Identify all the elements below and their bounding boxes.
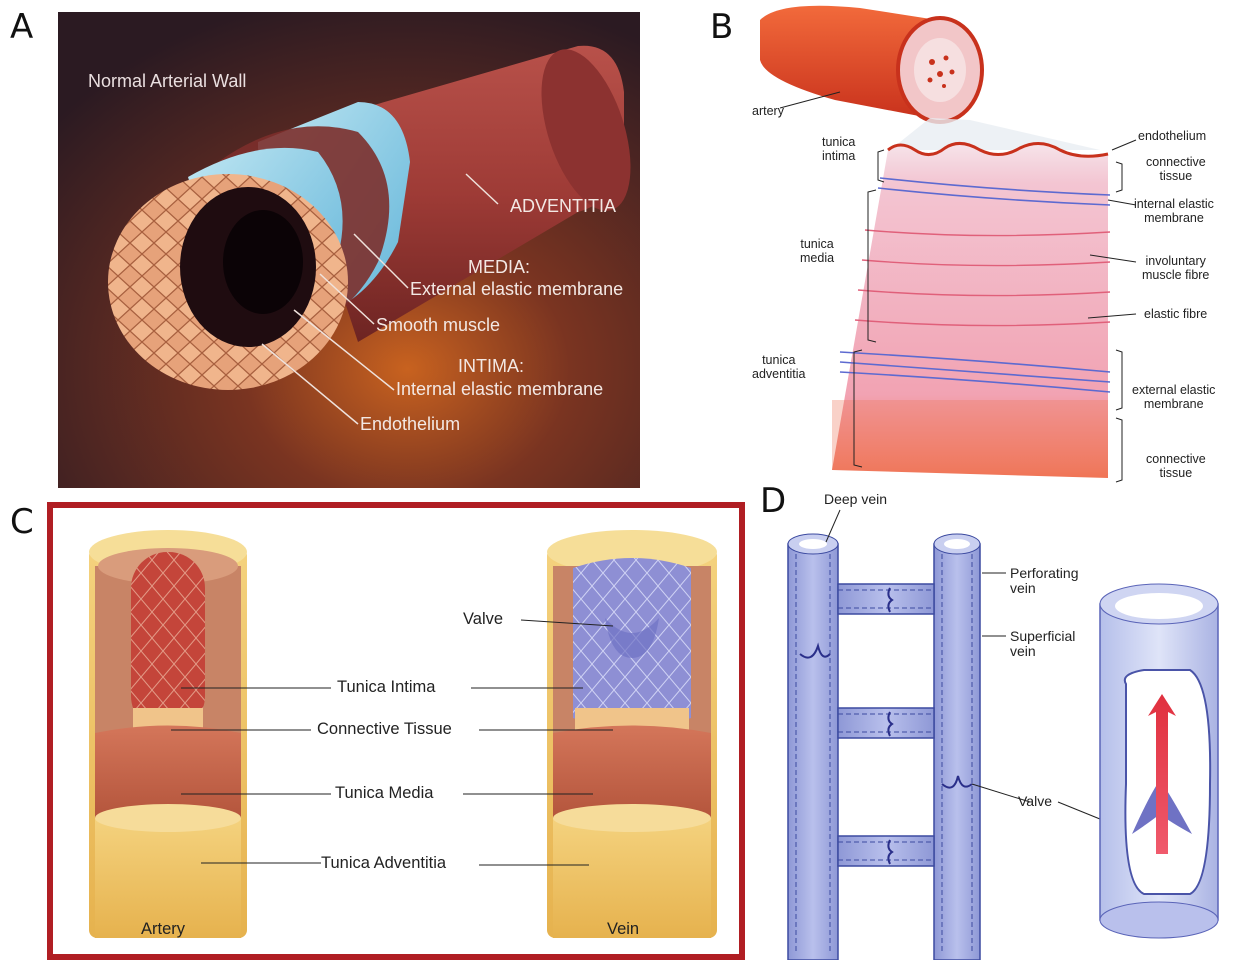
- label-tunica-media-c: Tunica Media: [335, 784, 433, 802]
- label-internal-elastic: Internal elastic membrane: [396, 380, 603, 400]
- label-valve-d: Valve: [1018, 794, 1052, 809]
- label-intima-heading: INTIMA:: [458, 357, 524, 377]
- panel-a-letter: A: [10, 10, 33, 44]
- label-external-elastic: External elastic membrane: [410, 280, 623, 300]
- label-tunica-adventitia: tunica adventitia: [752, 354, 806, 382]
- label-media-heading: MEDIA:: [468, 258, 530, 278]
- label-elastic-fibre: elastic fibre: [1144, 308, 1207, 322]
- label-tunica-media: tunica media: [800, 238, 834, 266]
- label-artery-c: Artery: [141, 920, 185, 938]
- label-deep-vein: Deep vein: [824, 492, 887, 507]
- label-tunica-intima-c: Tunica Intima: [337, 678, 435, 696]
- panel-a-illustration: Normal Arterial Wall ADVENTITIA MEDIA: E…: [58, 12, 640, 488]
- label-internal-elastic-b: internal elastic membrane: [1134, 198, 1214, 226]
- label-involuntary-muscle: involuntary muscle fibre: [1142, 255, 1209, 283]
- label-tunica-intima: tunica intima: [822, 136, 855, 164]
- label-external-elastic-b: external elastic membrane: [1132, 384, 1215, 412]
- panel-b-letter: B: [710, 10, 733, 44]
- vein-cross-section: [547, 530, 717, 938]
- label-valve-c: Valve: [463, 610, 503, 628]
- label-tunica-adventitia-c: Tunica Adventitia: [321, 854, 446, 872]
- panel-c-frame: Valve Tunica Intima Connective Tissue Tu…: [47, 502, 745, 960]
- label-superficial-vein: Superficial vein: [1010, 629, 1075, 660]
- label-connective-tissue-c: Connective Tissue: [317, 720, 452, 738]
- label-vein-c: Vein: [607, 920, 639, 938]
- label-endothelium: Endothelium: [360, 415, 460, 435]
- panel-b-illustration: artery tunica intima tunica media tunica…: [740, 0, 1238, 488]
- label-perforating-vein: Perforating vein: [1010, 566, 1078, 597]
- panel-d-illustration: Deep vein Perforating vein Superficial v…: [760, 484, 1238, 960]
- label-endothelium-b: endothelium: [1138, 130, 1206, 144]
- panel-c-letter: C: [10, 505, 34, 539]
- label-connective-tissue-bottom: connective tissue: [1146, 453, 1206, 481]
- panel-a-title: Normal Arterial Wall: [88, 72, 246, 92]
- label-smooth-muscle: Smooth muscle: [376, 316, 500, 336]
- artery-cross-section: [89, 530, 247, 938]
- label-artery: artery: [752, 105, 784, 119]
- label-connective-tissue-top: connective tissue: [1146, 156, 1206, 184]
- label-adventitia: ADVENTITIA: [510, 197, 616, 217]
